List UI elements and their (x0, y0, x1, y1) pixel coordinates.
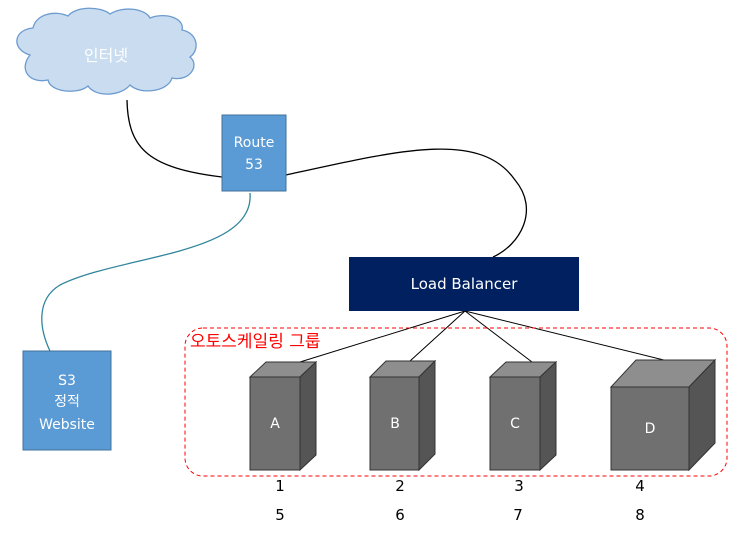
route53-label-line1: Route (234, 135, 275, 151)
lb-to-server-b (409, 310, 466, 362)
s3-node: S3 정적 Website (22, 350, 112, 451)
server-c-number-1: 3 (514, 477, 524, 495)
lb-to-server-a (299, 310, 466, 363)
server-c-label: C (510, 416, 520, 432)
lb-to-server-d (464, 310, 681, 365)
route53-box (221, 114, 287, 192)
load-balancer-node: Load Balancer (349, 257, 579, 311)
server-d-number-1: 4 (635, 477, 645, 495)
server-a-side (299, 360, 317, 472)
load-balancer-label: Load Balancer (411, 275, 519, 293)
server-a-number-2: 5 (275, 506, 285, 524)
server-b-number-1: 2 (395, 477, 405, 495)
autoscaling-group-border (184, 327, 728, 477)
route53-label-line2: 53 (245, 157, 263, 173)
server-b-number-2: 6 (395, 506, 405, 524)
server-a: A (248, 360, 318, 472)
server-a-front (249, 376, 301, 471)
server-d-front (610, 386, 690, 471)
server-c-number-2: 7 (513, 506, 523, 524)
server-b-front (369, 376, 420, 471)
load-balancer-box (349, 257, 579, 311)
server-c-front (489, 376, 541, 471)
server-d: D (609, 358, 717, 472)
server-d-label: D (645, 421, 656, 437)
autoscaling-group-label: 오토스케일링 그룹 (190, 332, 321, 352)
server-d-number-2: 8 (635, 506, 645, 524)
server-b-label: B (390, 416, 400, 432)
cloud-label: 인터넷 (84, 46, 128, 65)
server-a-number-1: 1 (275, 477, 285, 495)
internet-cloud: 인터넷 (16, 7, 197, 95)
server-c-side (539, 360, 557, 472)
s3-label-line2: 정적 (54, 394, 80, 410)
lb-to-server-c (464, 310, 533, 363)
server-b: B (368, 359, 437, 472)
s3-label-line3: Website (39, 417, 95, 433)
autoscaling-group: 오토스케일링 그룹 (184, 327, 728, 477)
server-c: C (488, 360, 558, 472)
s3-box (22, 350, 112, 451)
route53-node: Route 53 (221, 114, 287, 192)
server-b-side (418, 359, 436, 472)
route53-s3-connector (41, 192, 251, 352)
internet-route53-connector (126, 99, 223, 178)
cloud-shape (16, 7, 197, 95)
server-a-label: A (270, 416, 280, 432)
route53-loadbalancer-connector (285, 148, 527, 258)
s3-label-line1: S3 (58, 373, 76, 389)
